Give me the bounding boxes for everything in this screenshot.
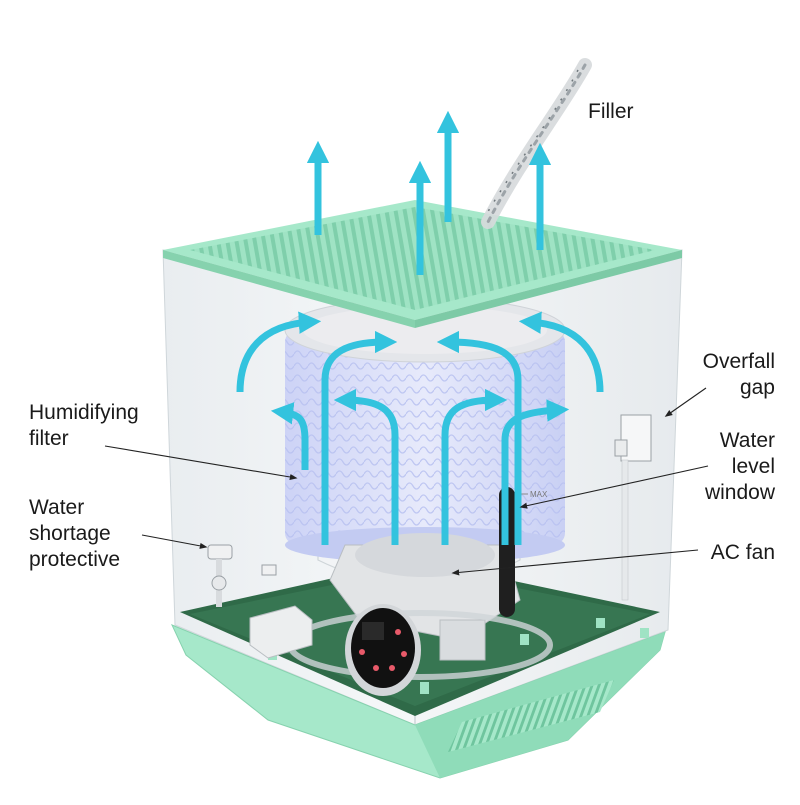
label-water-level-line-1: Water <box>719 429 775 452</box>
leader-lines <box>104 387 709 576</box>
electronics-box <box>249 605 313 659</box>
label-water-level-window: Water level window <box>672 428 775 506</box>
base-tray <box>171 560 666 779</box>
label-humidifying-line-2: filter <box>29 427 69 450</box>
label-water-shortage-line-1: Water <box>29 496 85 519</box>
label-water-level-line-2: level <box>731 455 775 478</box>
water-stream <box>481 58 592 229</box>
label-filler-text: Filler <box>588 100 634 123</box>
label-ac-fan: AC fan <box>672 540 775 566</box>
label-water-shortage: Water shortage protective <box>29 495 120 573</box>
label-humidifying-line-1: Humidifying <box>29 401 139 424</box>
float-switch-icon <box>207 544 277 607</box>
label-ac-fan-text: AC fan <box>710 541 775 564</box>
airflow-arrows <box>236 110 604 545</box>
overfall-gap-part <box>614 414 652 601</box>
label-water-shortage-line-2: shortage <box>29 522 111 545</box>
label-water-shortage-line-3: protective <box>29 548 121 571</box>
label-filler: Filler <box>588 99 634 125</box>
label-humidifying-filter: Humidifying filter <box>29 400 139 452</box>
control-panel-icon <box>345 604 421 696</box>
label-overfall-gap: Overfall gap <box>672 349 775 401</box>
vent-slots <box>448 680 614 752</box>
label-overfall-line-1: Overfall <box>702 350 775 373</box>
label-water-level-line-3: window <box>704 481 775 504</box>
max-mark: MAX <box>530 490 548 499</box>
label-overfall-line-2: gap <box>739 376 775 399</box>
